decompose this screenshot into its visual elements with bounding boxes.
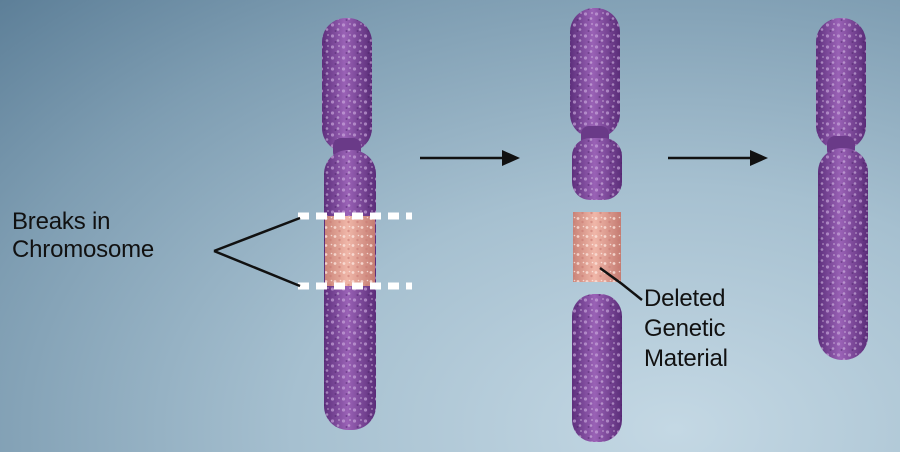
deleted-pointer-line — [599, 266, 643, 301]
chromosome-result — [816, 18, 868, 360]
chromosome-1-short-arm — [322, 18, 372, 152]
deleted-label-line-2: Genetic — [644, 315, 726, 342]
breaks-in-chromosome-label: Breaks in Chromosome — [12, 208, 154, 264]
chromosome-2-short-arm — [570, 8, 620, 138]
chromosome-original — [298, 18, 412, 430]
breaks-label-line-1: Breaks in — [12, 208, 111, 235]
chromosome-breaking — [570, 8, 622, 442]
breaks-label-line-2: Chromosome — [12, 236, 155, 263]
chromosome-1-segment-to-delete — [325, 216, 375, 286]
deleted-genetic-material-label: Deleted Genetic Material — [644, 284, 728, 374]
deleted-label-line-1: Deleted — [644, 285, 726, 312]
breaks-pointer-lines — [213, 216, 301, 288]
arrow-right-icon — [668, 150, 768, 166]
chromosome-3-long-arm — [818, 148, 868, 360]
deleted-label-line-3: Material — [644, 345, 728, 372]
chromosome-2-lower-long-arm — [572, 294, 622, 442]
chromosome-2-upper-long-arm — [572, 138, 622, 200]
chromosome-3-short-arm — [816, 18, 866, 150]
chromosome-1-long-arm — [324, 150, 376, 430]
arrow-right-icon — [420, 150, 520, 166]
deleted-genetic-material-segment — [573, 212, 621, 282]
